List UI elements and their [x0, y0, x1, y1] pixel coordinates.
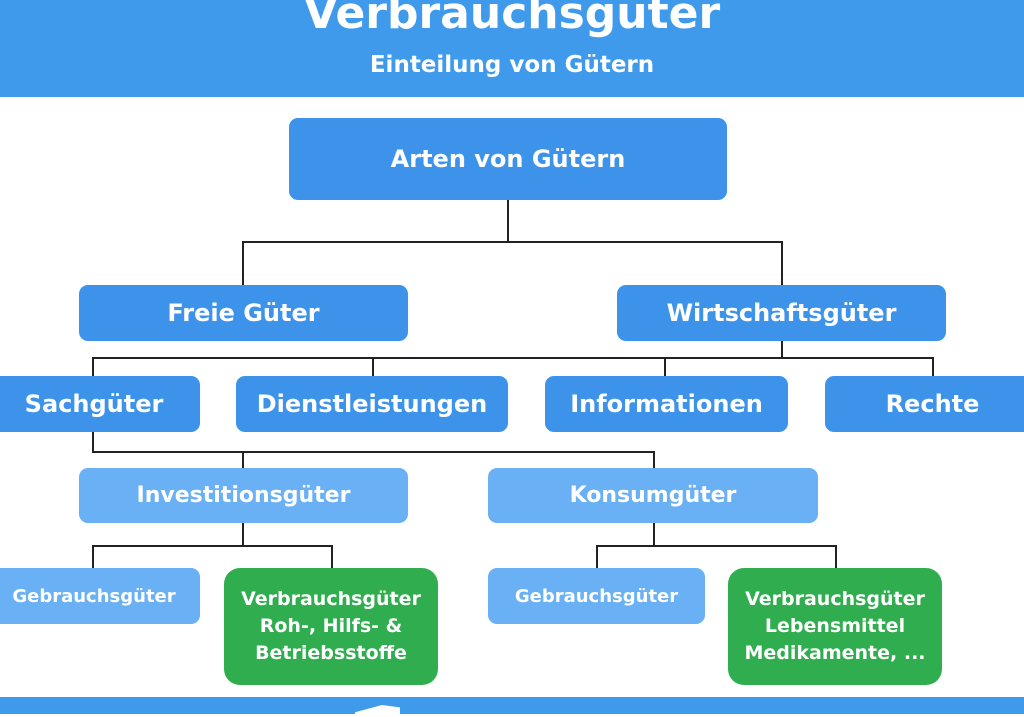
page-title: Verbrauchsgüter [303, 0, 721, 39]
connector [781, 341, 783, 358]
connector [242, 241, 244, 285]
node-line: Verbrauchsgüter [241, 588, 421, 610]
header-banner: Verbrauchsgüter Einteilung von Gütern [0, 0, 1024, 97]
connector [664, 357, 666, 376]
node-konsumgueter: Konsumgüter [488, 468, 818, 523]
node-informationen: Informationen [545, 376, 788, 432]
connector [242, 241, 783, 243]
connector [92, 545, 94, 568]
node-invest-gebrauchsgueter: Gebrauchsgüter [0, 568, 200, 624]
node-rechte: Rechte [825, 376, 1024, 432]
connector [92, 357, 94, 376]
node-wirtschaftsgueter: Wirtschaftsgüter [617, 285, 946, 341]
connector [92, 432, 94, 452]
node-dienstleistungen: Dienstleistungen [236, 376, 508, 432]
node-line: Medikamente, ... [744, 642, 926, 664]
node-line: Verbrauchsgüter [745, 588, 925, 610]
connector [596, 545, 837, 547]
node-line: Roh-, Hilfs- & [259, 615, 403, 637]
connector [932, 357, 934, 376]
connector [781, 241, 783, 285]
connector [331, 545, 333, 568]
connector [242, 523, 244, 546]
connector [92, 545, 333, 547]
node-line: Lebensmittel [764, 615, 906, 637]
connector [653, 451, 655, 468]
node-line: Betriebsstoffe [255, 642, 407, 664]
connector [372, 357, 374, 376]
node-freie-gueter: Freie Güter [79, 285, 408, 341]
connector [92, 357, 934, 359]
connector [242, 451, 244, 468]
node-konsum-gebrauchsgueter: Gebrauchsgüter [488, 568, 705, 624]
page-subtitle: Einteilung von Gütern [369, 52, 655, 78]
node-konsum-verbrauchsgueter: Verbrauchsgüter Lebensmittel Medikamente… [728, 568, 942, 685]
node-sachgueter: Sachgüter [0, 376, 200, 432]
node-arten-von-guetern: Arten von Gütern [289, 118, 727, 200]
node-investitionsgueter: Investitionsgüter [79, 468, 408, 523]
connector [596, 545, 598, 568]
node-invest-verbrauchsgueter: Verbrauchsgüter Roh-, Hilfs- & Betriebss… [224, 568, 438, 685]
connector [507, 200, 509, 242]
connector [92, 451, 655, 453]
connector [653, 523, 655, 546]
footer-bar [0, 697, 1024, 714]
connector [835, 545, 837, 568]
